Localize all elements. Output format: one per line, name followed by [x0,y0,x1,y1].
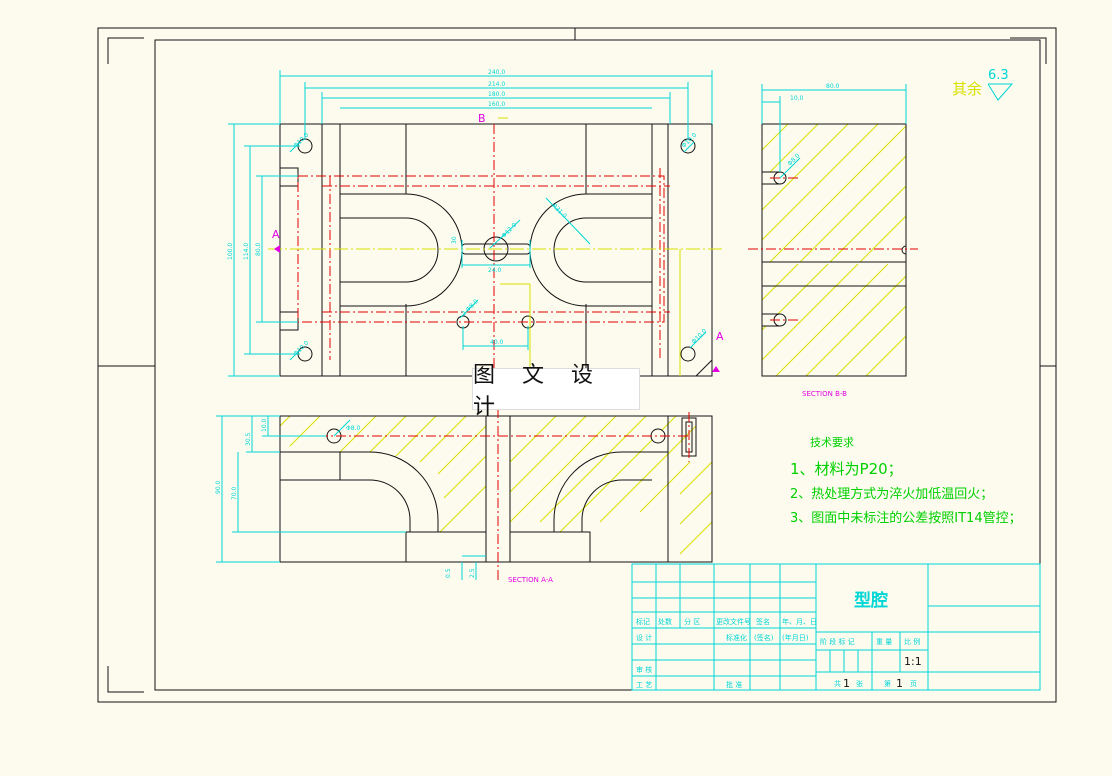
side-dim-hole: Φ8.0 [786,152,801,167]
roughness-symbol: 其余 6.3 [952,68,1014,101]
tb-sheet-num-unit: 页 [910,680,917,688]
dim-overall-4: 160.0 [488,101,505,108]
tb-label-ratio: 比 例 [904,637,920,646]
tb-sheet-num-label: 第 [884,679,891,688]
tb-label-standard: 标准化 [726,633,747,642]
sec-dim-25: 2.5 [469,568,476,578]
sec-dim-90: 90.0 [215,480,222,494]
side-dim-offset: 10.0 [790,95,804,102]
tb-label-count: 处数 [658,617,672,626]
title-block: 标记 处数 分 区 更改文件号 签名 年、月、日 设 计 标准化 (签名) (年… [631,563,1041,691]
note-item-2: 2、热处理方式为淬火加低温回火； [790,486,993,502]
top-view: 240.0 214.0 180.0 160.0 100.0 114.0 80.0… [227,69,724,377]
section-marker-b: B [478,112,486,125]
tb-label-ymd: (年月日) [782,633,809,642]
note-item-1: 1、材料为P20； [790,460,903,478]
dim-small-6: Φ10.0 [292,340,310,358]
dim-overall-3: 180.0 [488,91,505,98]
dim-center-1: 30 [451,236,458,244]
tb-label-change: 更改文件号 [716,617,751,626]
tb-label-process: 工 艺 [636,681,652,689]
roughness-prefix: 其余 [952,80,982,98]
sec-dim-30: 30.5 [245,432,252,446]
section-marker-a-left: A [272,228,280,241]
tb-label-signed: (签名) [754,633,774,642]
tb-label-weight: 重 量 [876,638,892,646]
technical-notes: 技术要求 1、材料为P20； 2、热处理方式为淬火加低温回火； 3、图面中未标注… [790,436,1022,526]
tb-label-mark: 标记 [636,617,650,626]
watermark-label: 图 文 设 计 [472,363,640,420]
tb-label-design: 设 计 [636,633,652,642]
dim-small-3: Φ10.0 [690,328,708,346]
tb-sheet-total-label: 共 [834,679,841,688]
dim-small-4: Φ10.0 [292,132,310,150]
tb-sheet-total: 1 [843,677,850,690]
section-b-label: SECTION B-B [802,390,847,398]
side-view: 80.0 10.0 Φ8.0 SECTION B-B [748,83,918,398]
tb-label-sign: 签名 [756,617,770,626]
dim-overall-1: 240.0 [488,69,505,76]
tb-label-review: 审 核 [636,665,652,674]
notes-heading: 技术要求 [810,436,854,449]
dim-height-1: 100.0 [227,243,234,260]
sec-dim-10: 10.0 [261,418,268,432]
sec-dim-05: 0.5 [445,568,452,578]
dim-center-4: R31.0 [551,202,568,219]
side-dim-width: 80.0 [826,83,840,90]
roughness-value: 6.3 [988,68,1009,83]
section-view: 10.0 30.5 70.0 90.0 Φ8.0 0.5 2.5 SECTION… [215,408,713,584]
section-a-label: SECTION A-A [508,576,553,584]
tb-label-stage: 阶 段 标 记 [820,637,855,646]
part-name: 型腔 [854,590,888,611]
drawing-frame [97,27,1057,703]
dim-small-1: 2-Φ8.0 [460,298,479,317]
tb-sheet-num: 1 [896,677,903,690]
tb-label-approve: 批 准 [726,680,742,689]
dim-center-2: Φ12.0 [500,222,518,240]
dim-height-3: 80.0 [255,242,262,256]
note-item-3: 3、图面中未标注的公差按照IT14管控； [790,510,1022,526]
dim-small-2: 40.0 [490,339,504,346]
tb-label-zone: 分 区 [684,617,700,626]
tb-sheet-total-unit: 张 [856,679,863,688]
tb-label-date: 年、月、日 [782,617,817,626]
sec-dim-hole: Φ8.0 [346,425,360,432]
dim-center-3: 24.0 [488,267,502,274]
section-marker-a-right: A [716,330,724,343]
tb-scale: 1:1 [904,655,922,668]
dim-overall-2: 214.0 [488,81,505,88]
sec-dim-70: 70.0 [231,486,238,500]
dim-height-2: 114.0 [243,243,250,260]
